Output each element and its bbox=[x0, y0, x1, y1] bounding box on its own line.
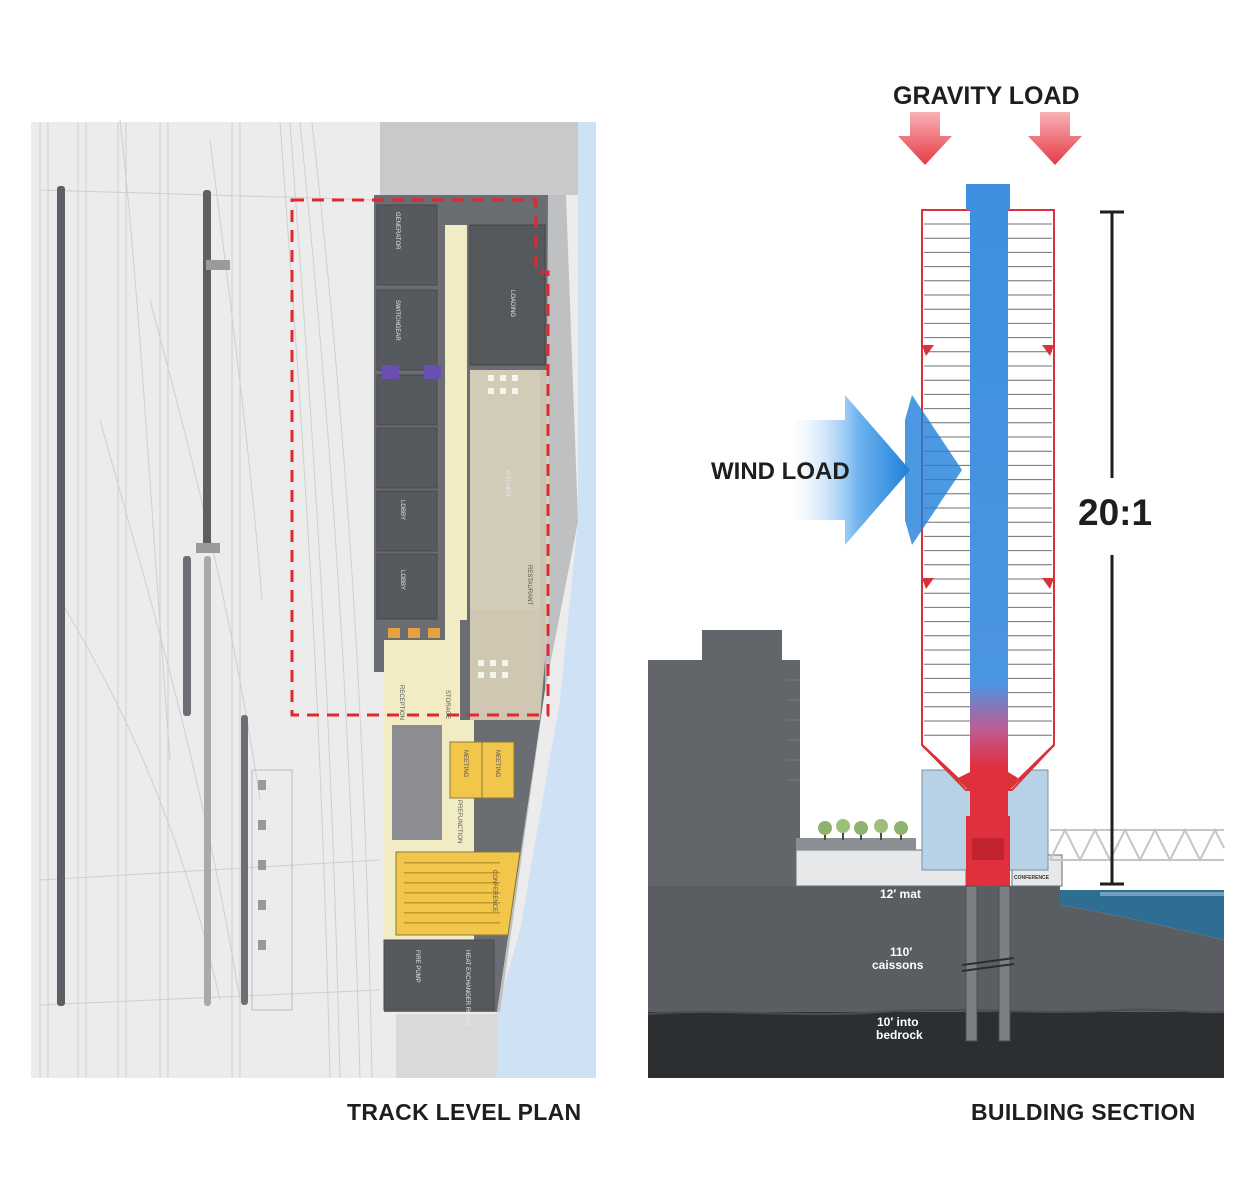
corridor bbox=[384, 225, 467, 720]
adjacent-building-north bbox=[380, 122, 578, 195]
mat-label: 12′ mat bbox=[880, 887, 921, 901]
room-meeting-1: MEETING bbox=[462, 750, 468, 778]
building-section bbox=[647, 112, 1225, 1078]
track-level-plan bbox=[31, 119, 596, 1079]
room-reception: RECEPTION bbox=[398, 685, 404, 721]
train-left bbox=[57, 186, 248, 1006]
caisson-depth-label: 110′ bbox=[890, 945, 913, 959]
room-prefunction: PREFUNCTION bbox=[456, 800, 462, 844]
gravity-load-arrows bbox=[898, 112, 1082, 165]
room-switchgear: SWITCHGEAR bbox=[394, 300, 400, 341]
bedrock-depth-label: 10′ into bbox=[877, 1015, 919, 1029]
wind-load-arrow bbox=[795, 395, 910, 545]
wind-load-label: WIND LOAD bbox=[711, 458, 850, 485]
bridge-truss bbox=[1049, 827, 1225, 863]
room-storage: STORAGE bbox=[444, 690, 450, 720]
room-heat-exchanger: HEAT EXCHANGER ROOM bbox=[464, 950, 470, 1026]
bedrock-layer bbox=[648, 1012, 1224, 1078]
caisson-word-label: caissons bbox=[872, 958, 924, 972]
bedrock-word-label: bedrock bbox=[876, 1028, 923, 1042]
room-lobby-1: LOBBY bbox=[399, 500, 405, 521]
room-generator: GENERATOR bbox=[394, 212, 400, 250]
room-restaurant: RESTAURANT bbox=[526, 565, 532, 606]
section-caption: BUILDING SECTION bbox=[971, 1099, 1196, 1125]
core-crown bbox=[966, 184, 1010, 210]
room-meeting-2: MEETING bbox=[494, 750, 500, 778]
gravity-load-label: GRAVITY LOAD bbox=[893, 82, 1080, 110]
ratio-label: 20:1 bbox=[1078, 492, 1153, 533]
roof-trees bbox=[818, 819, 908, 840]
water-body bbox=[1060, 890, 1224, 940]
room-fire-pump: FIRE PUMP bbox=[414, 950, 420, 983]
room-lobby-2: LOBBY bbox=[399, 570, 405, 591]
conference-tag: CONFERENCE bbox=[1014, 875, 1050, 881]
room-kitchen: KITCHEN bbox=[504, 470, 510, 497]
ground-section bbox=[648, 886, 1224, 1018]
loading-area bbox=[469, 224, 546, 366]
height-dimension-line bbox=[1100, 210, 1124, 886]
adjacent-building-south bbox=[396, 1014, 497, 1078]
plan-caption: TRACK LEVEL PLAN bbox=[347, 1099, 582, 1125]
room-conference: CONFERENCE bbox=[491, 870, 497, 913]
room-loading: LOADING bbox=[509, 290, 515, 318]
tower-footprint-outline bbox=[290, 198, 550, 717]
central-core bbox=[970, 210, 1008, 816]
neighbour-building bbox=[648, 630, 800, 886]
river bbox=[497, 122, 596, 1078]
